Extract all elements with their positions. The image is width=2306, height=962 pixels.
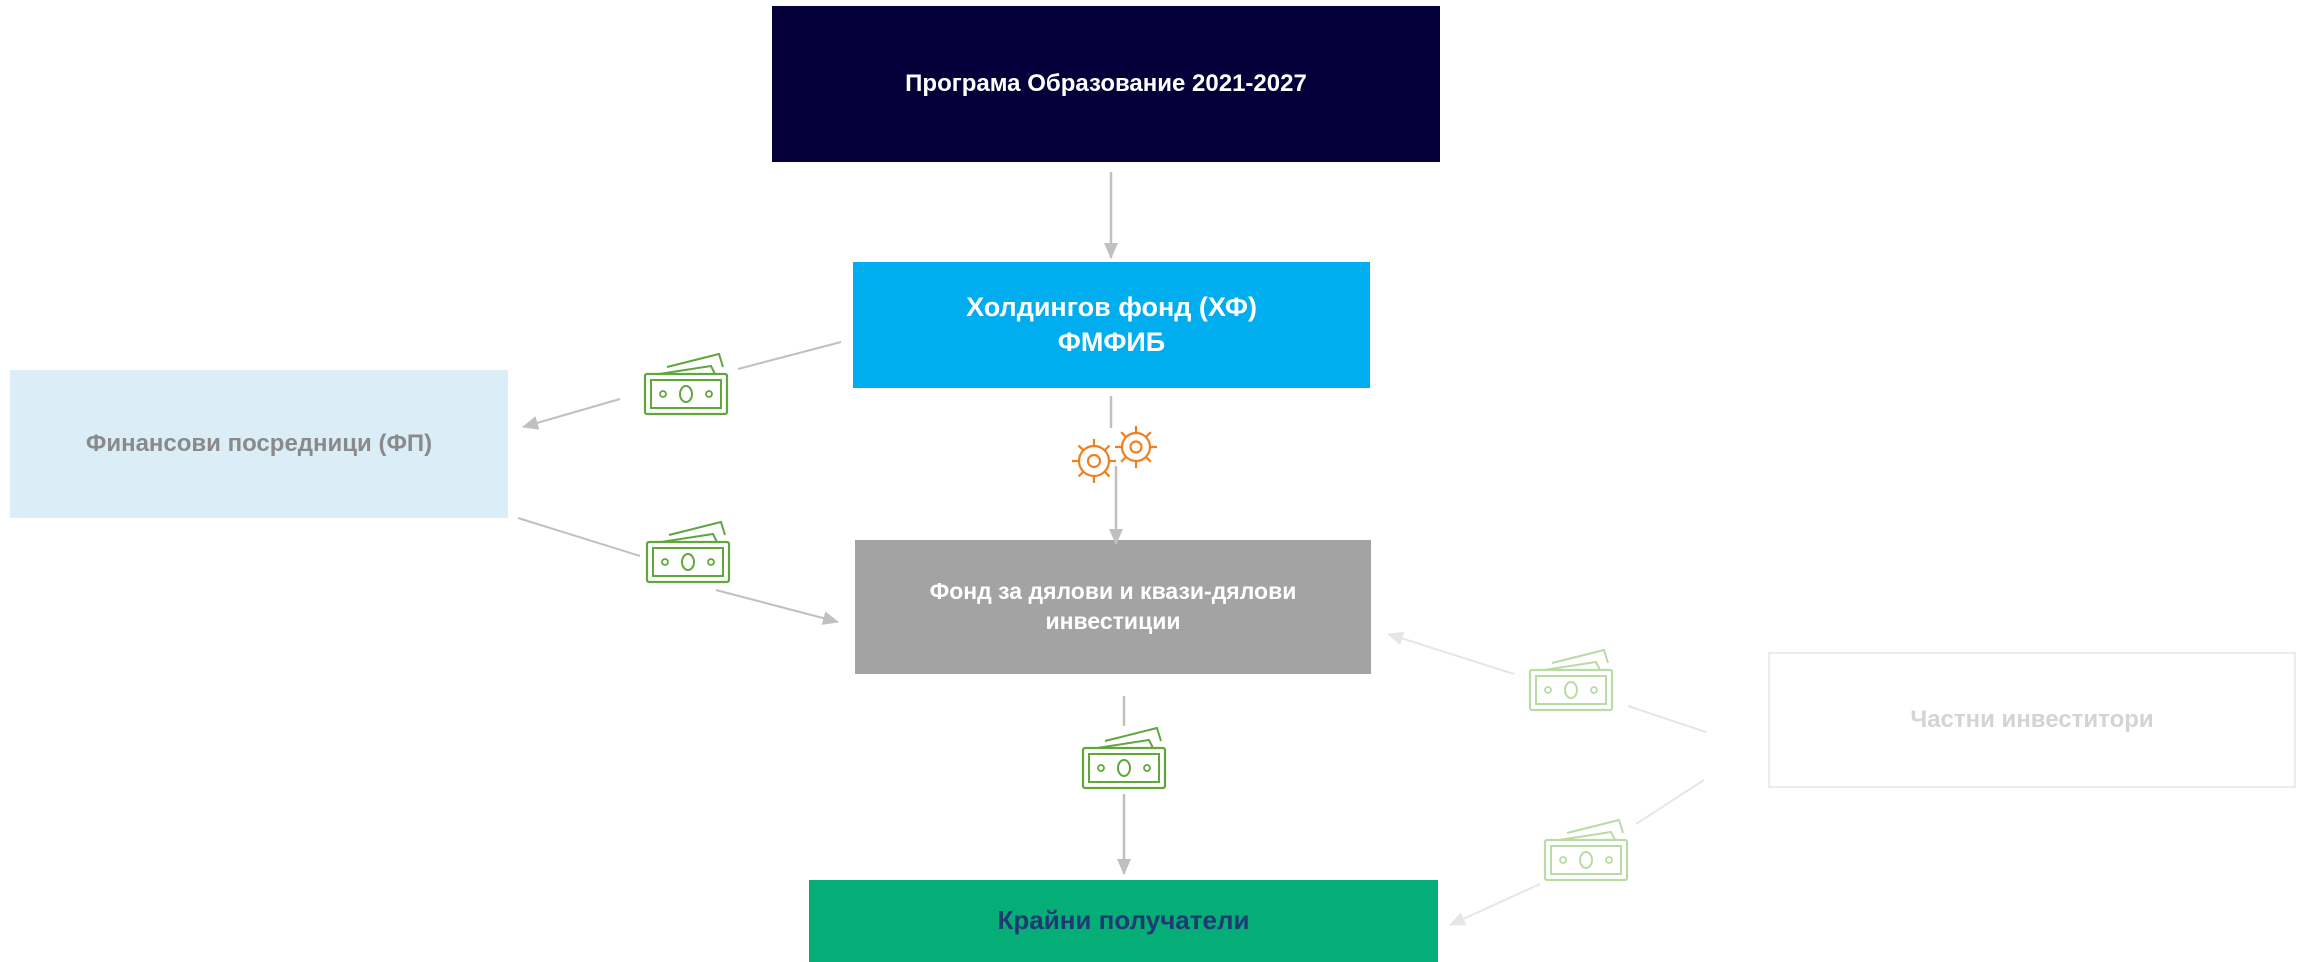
final-recipients-label: Крайни получатели (997, 905, 1250, 936)
money-icon (1543, 818, 1629, 882)
arrow-fp-to-fund-top (517, 517, 641, 557)
money-icon (645, 520, 731, 584)
equity-fund-label: Фонд за дялови и квази-дялови (929, 578, 1297, 605)
money-icon (643, 352, 729, 416)
arrow-private-to-fund (1387, 631, 1515, 675)
arrow-private-to-final-top (1635, 779, 1705, 825)
equity-fund-sublabel: инвестиции (1045, 608, 1181, 634)
private-investors-box: Частни инвеститори (1768, 652, 2296, 788)
program-box: Програма Образование 2021-2027 (772, 6, 1440, 162)
money-icon (1081, 726, 1167, 790)
holding-fund-label: Холдингов фонд (ХФ) (966, 291, 1257, 322)
arrow-private-to-final (1449, 883, 1541, 926)
arrow-holding-to-fp-top (737, 341, 842, 370)
arrow-holding-to-fp (522, 398, 621, 430)
holding-fund-box: Холдингов фонд (ХФ) ФМФИБ (853, 262, 1370, 388)
program-label: Програма Образование 2021-2027 (905, 70, 1307, 98)
private-investors-label: Частни инвеститори (1910, 706, 2154, 734)
financial-intermediaries-box: Финансови посредници (ФП) (10, 370, 508, 518)
arrow-fp-to-fund (715, 589, 839, 625)
equity-fund-box: Фонд за дялови и квази-дялови инвестиции (855, 540, 1371, 674)
money-icon (1528, 648, 1614, 712)
final-recipients-box: Крайни получатели (809, 880, 1438, 962)
gears-icon (1072, 426, 1157, 483)
arrow-private-to-fund-top (1627, 705, 1707, 733)
financial-intermediaries-label: Финансови посредници (ФП) (85, 430, 433, 458)
holding-fund-sublabel: ФМФИБ (1057, 327, 1166, 357)
